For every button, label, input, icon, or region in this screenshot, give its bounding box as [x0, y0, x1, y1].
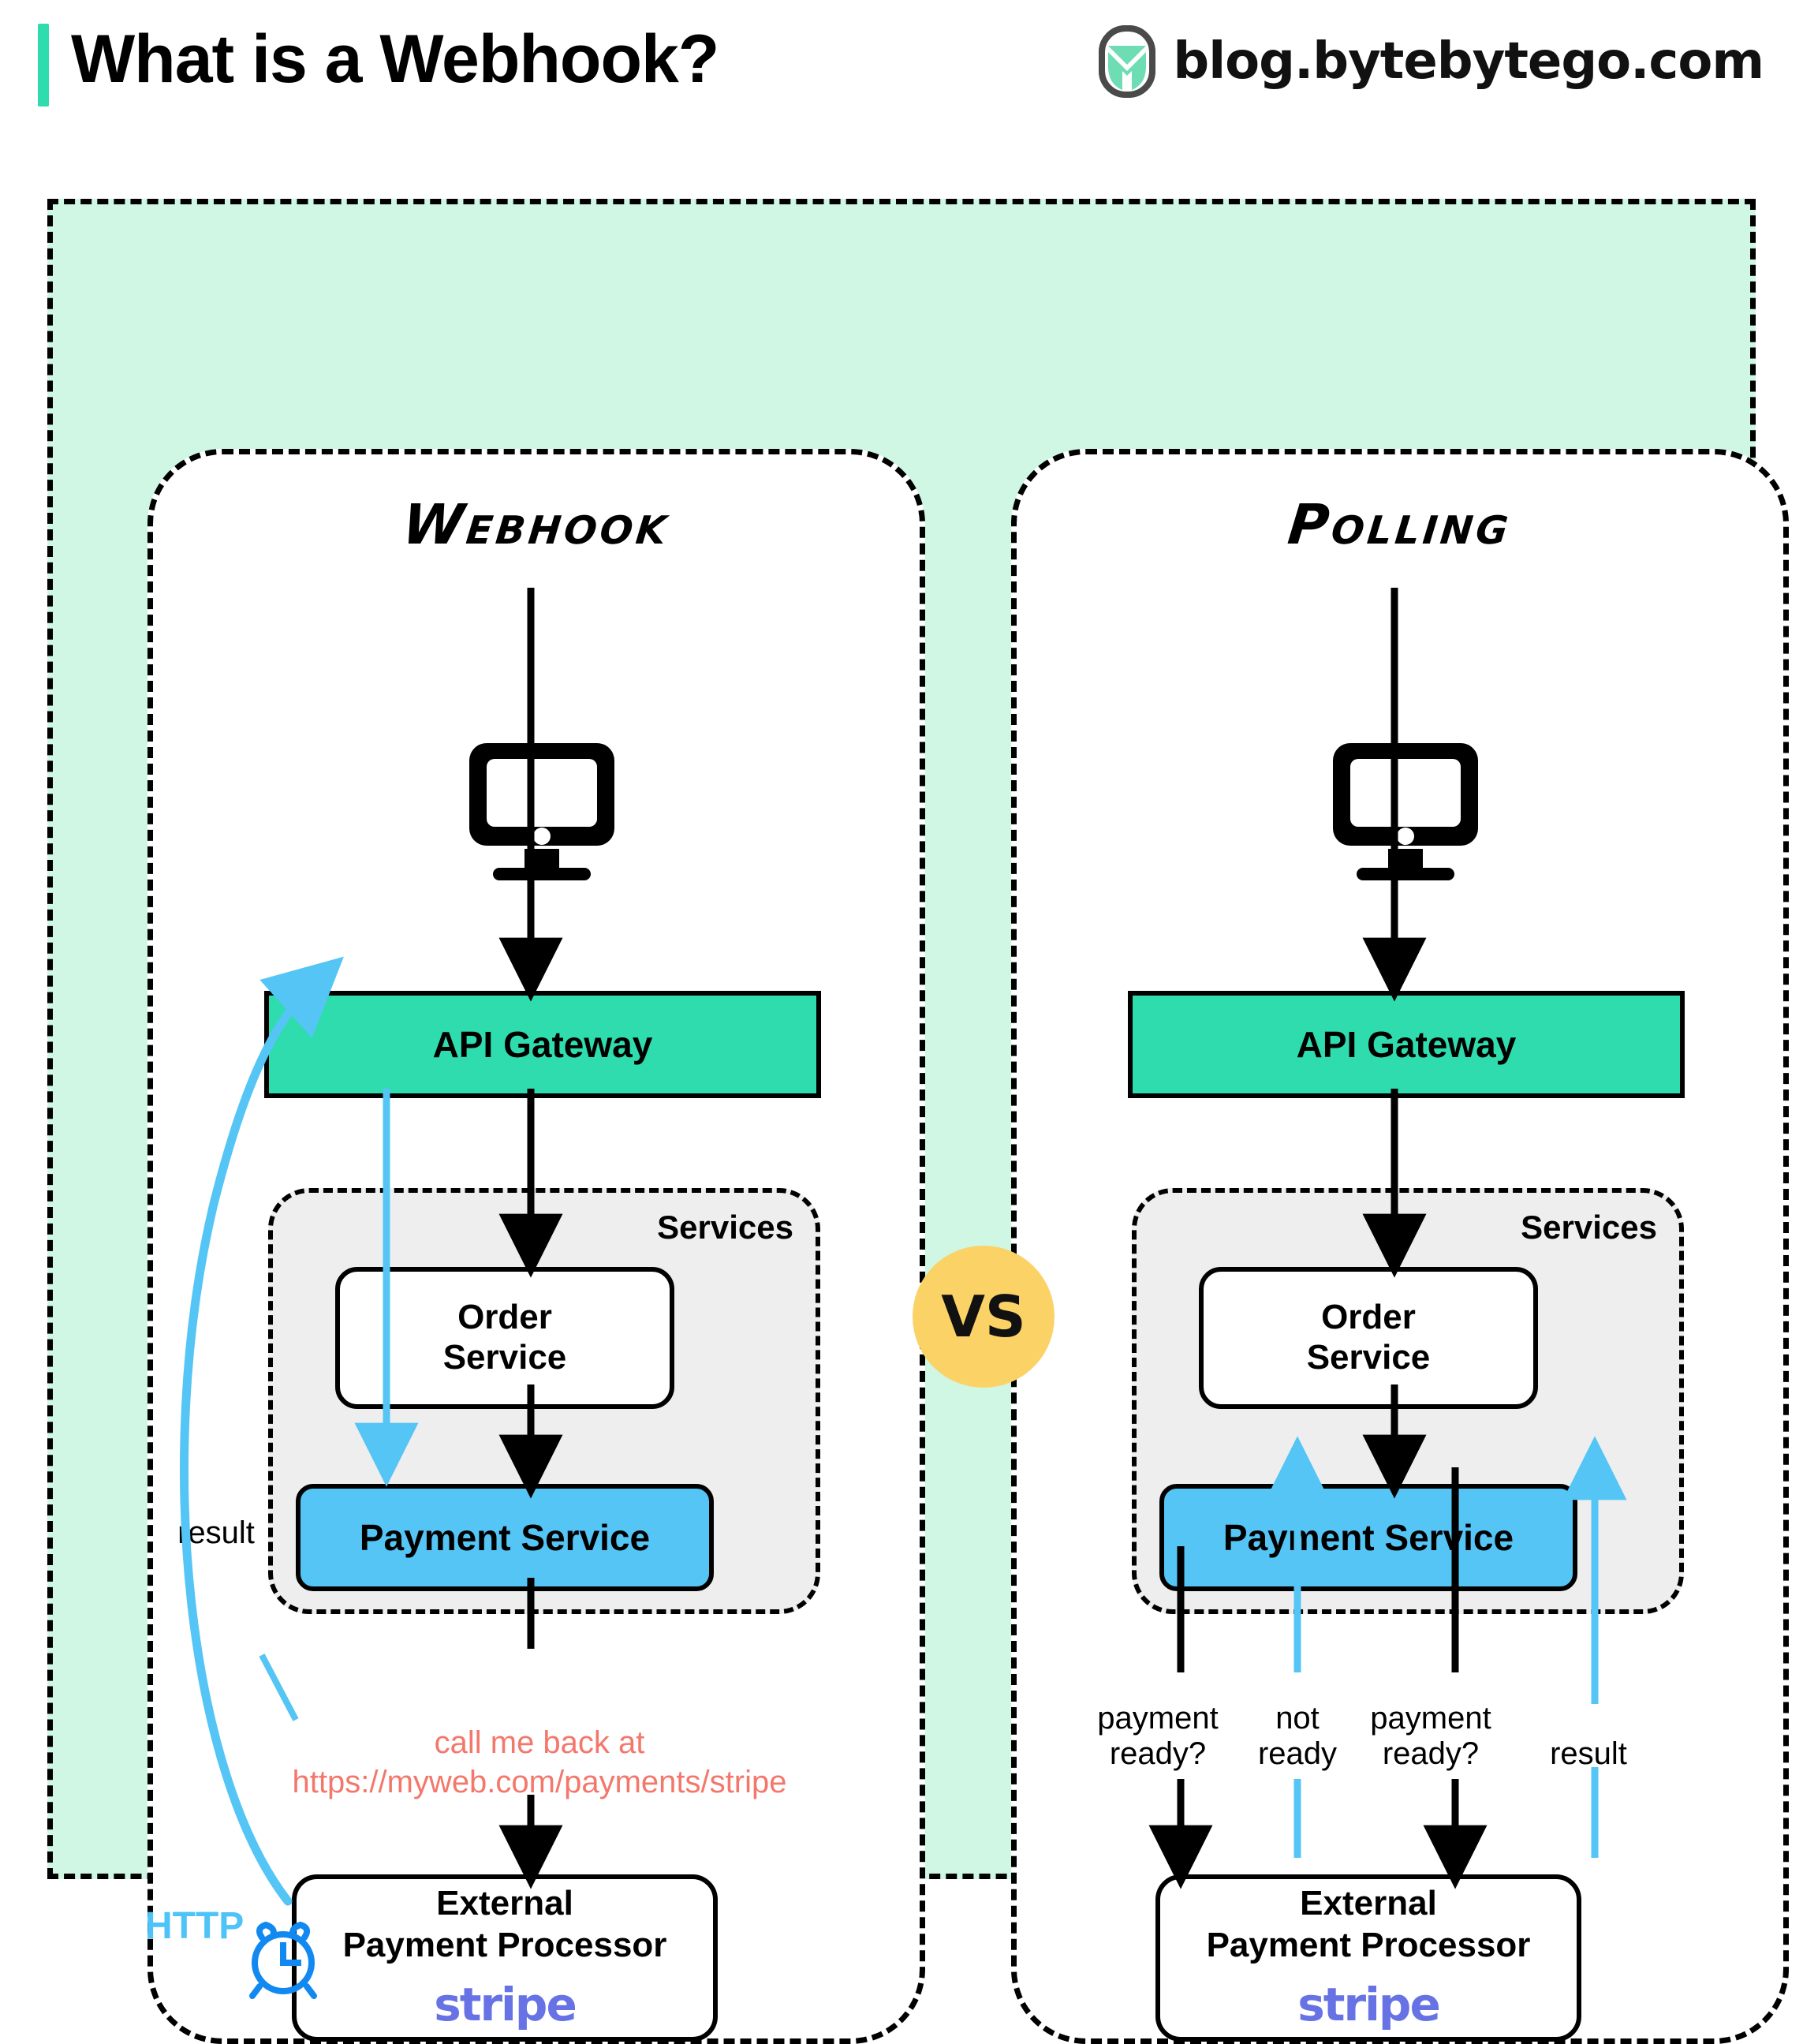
order-service-line1: Order [457, 1298, 552, 1337]
bytebytego-logo-icon [1099, 25, 1156, 98]
stripe-logo: stripe [434, 1978, 577, 2031]
external-line1: External [436, 1884, 573, 1923]
payment-service-label: Payment Service [359, 1517, 651, 1558]
panel-polling: Polling API Gateway Services Order Servi… [1011, 449, 1789, 2044]
poll-label-2-line2: ready? [1382, 1736, 1480, 1771]
page-header: What is a Webhook? blog.bytebytego.com [0, 0, 1803, 134]
panel-title-webhook: Webhook [399, 492, 674, 557]
order-service-box-polling[interactable]: Order Service [1199, 1267, 1538, 1409]
payment-service-box-webhook[interactable]: Payment Service [296, 1484, 714, 1591]
panel-webhook: Webhook API Gateway Services Order Servi… [145, 449, 925, 2044]
brand-url: blog.bytebytego.com [1173, 32, 1764, 91]
order-service-line1: Order [1321, 1298, 1416, 1337]
poll-label-1-line2: ready [1257, 1736, 1338, 1771]
vs-badge: VS [913, 1246, 1055, 1388]
callback-url-annotation: call me back at https://myweb.com/paymen… [185, 1723, 894, 1802]
vs-badge-label: VS [941, 1284, 1026, 1350]
poll-label-1: not ready [1234, 1701, 1361, 1772]
poll-label-2: payment ready? [1348, 1701, 1514, 1772]
external-payment-processor-polling[interactable]: External Payment Processor stripe [1155, 1874, 1581, 2042]
external-line2: Payment Processor [342, 1926, 667, 1965]
order-service-box-webhook[interactable]: Order Service [335, 1267, 674, 1409]
page-title: What is a Webhook? [71, 21, 719, 97]
poll-label-3: result [1550, 1736, 1627, 1771]
monitor-icon [1319, 738, 1492, 884]
order-service-line2: Service [442, 1338, 567, 1377]
payment-service-box-polling[interactable]: Payment Service [1159, 1484, 1577, 1591]
alarm-clock-icon [240, 1914, 327, 2005]
api-gateway-box-polling[interactable]: API Gateway [1128, 991, 1685, 1098]
poll-label-0: payment ready? [1075, 1701, 1241, 1772]
api-gateway-label: API Gateway [432, 1024, 653, 1065]
external-payment-processor-webhook[interactable]: External Payment Processor stripe [292, 1874, 718, 2042]
panel-title-polling: Polling [1285, 492, 1515, 557]
diagram-canvas: Webhook API Gateway Services Order Servi… [47, 199, 1789, 2044]
title-accent-bar [38, 24, 49, 106]
api-gateway-label: API Gateway [1296, 1024, 1517, 1065]
poll-label-1-line1: not [1275, 1701, 1320, 1736]
monitor-icon [455, 738, 629, 884]
services-group-label: Services [1521, 1209, 1657, 1246]
stripe-logo: stripe [1297, 1978, 1441, 2031]
http-label: HTTP [145, 1905, 245, 1947]
poll-label-0-line2: ready? [1109, 1736, 1207, 1771]
result-label-webhook: result [177, 1515, 255, 1550]
callback-line2: https://myweb.com/payments/stripe [292, 1765, 787, 1799]
payment-service-label: Payment Service [1223, 1517, 1514, 1558]
poll-label-0-line1: payment [1097, 1701, 1219, 1736]
callback-line1: call me back at [434, 1725, 645, 1760]
external-line1: External [1300, 1884, 1437, 1923]
poll-label-2-line1: payment [1370, 1701, 1491, 1736]
brand-block: blog.bytebytego.com [1099, 25, 1764, 98]
services-group-label: Services [657, 1209, 793, 1246]
external-line2: Payment Processor [1206, 1926, 1531, 1965]
api-gateway-box-webhook[interactable]: API Gateway [264, 991, 821, 1098]
order-service-line2: Service [1306, 1338, 1431, 1377]
